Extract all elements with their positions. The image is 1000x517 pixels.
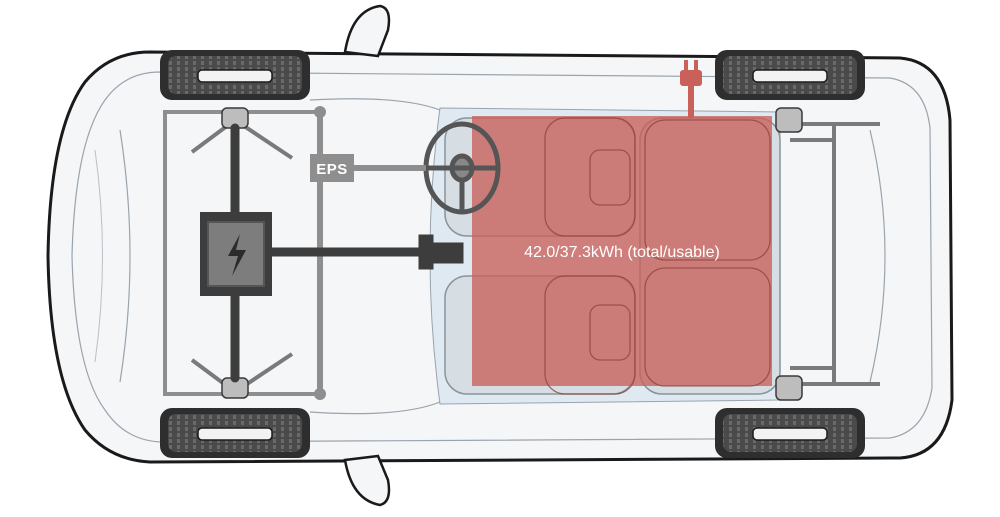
left-mirror (343, 4, 391, 58)
eps-badge: EPS (310, 154, 354, 182)
right-mirror (343, 454, 391, 507)
electric-motor (200, 212, 272, 296)
battery-seat-overlay (544, 117, 771, 395)
rear-axle (790, 122, 880, 386)
front-springs (221, 107, 249, 399)
rear-springs (775, 107, 803, 401)
power-connector (418, 234, 464, 270)
eps-label: EPS (316, 161, 348, 178)
wheel-rear-left (715, 50, 865, 100)
battery-capacity-label: 42.0/37.3kWh (total/usable) (524, 244, 720, 261)
charging-plug-icon (680, 60, 702, 118)
battery-pack (472, 116, 772, 386)
wheel-rear-right (715, 408, 865, 458)
wheel-front-left (160, 50, 310, 100)
wheel-front-right (160, 408, 310, 458)
lightning-bolt-icon (228, 234, 246, 276)
steering-wheel-icon (423, 121, 501, 215)
